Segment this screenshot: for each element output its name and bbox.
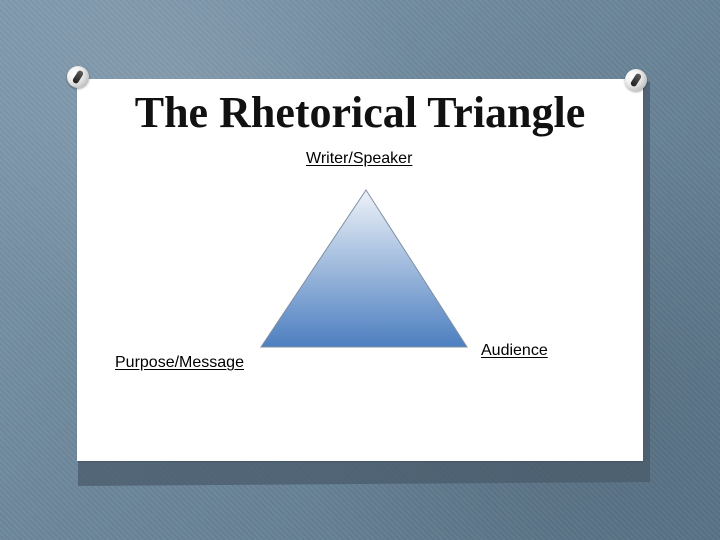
audience-label: Audience [481,342,548,359]
slide-title: The Rhetorical Triangle [134,88,586,137]
pushpin-icon-right [625,69,647,91]
rhetorical-triangle [260,189,468,348]
writer-speaker-label: Writer/Speaker [306,150,413,167]
pushpin-icon-left [67,66,89,88]
purpose-message-label: Purpose/Message [115,354,244,371]
